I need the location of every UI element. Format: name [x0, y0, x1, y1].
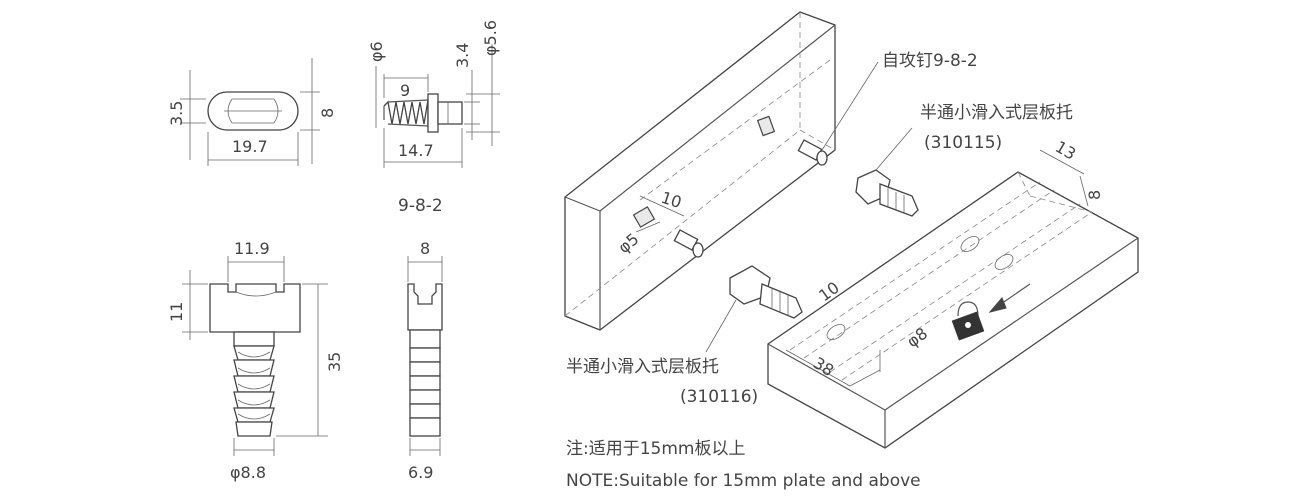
screw-upper	[797, 139, 828, 166]
dim-3-4: 3.4	[453, 43, 472, 68]
screw-side-view	[375, 44, 500, 168]
screw-label: 自攻钉9-8-2	[882, 51, 978, 71]
dim-8-board: 8	[1085, 190, 1104, 200]
dim-9: 9	[400, 81, 410, 100]
shelf-support-upper	[855, 169, 919, 217]
screw-caption: 9-8-2	[398, 196, 443, 216]
support-front-view	[182, 256, 328, 456]
dim-13: 13	[1052, 137, 1079, 164]
dim-11-9: 11.9	[234, 239, 270, 258]
lower-support-label-code: (310116)	[680, 387, 758, 407]
dim-35: 35	[325, 352, 344, 372]
screw-lower	[673, 229, 704, 258]
dim-side-8: 8	[420, 239, 430, 258]
dim-6-9: 6.9	[408, 463, 433, 482]
lock-icon	[951, 301, 985, 341]
dim-19-7: 19.7	[232, 137, 268, 156]
upper-support-label-cn: 半通小滑入式层板托	[920, 103, 1073, 123]
dim-8-right: 8	[318, 108, 337, 118]
screw-leader	[821, 61, 879, 151]
shelf-board	[767, 149, 1139, 449]
shelf-support-lower	[729, 265, 803, 319]
top-view-oval-part	[180, 58, 320, 166]
dim-phi6: φ6	[367, 41, 386, 62]
upper-support-leader	[875, 127, 913, 171]
upper-support-label-code: (310115)	[924, 133, 1002, 153]
vertical-panel	[564, 11, 836, 331]
dim-phi8-8: φ8.8	[230, 463, 266, 482]
lower-support-leader	[705, 299, 737, 353]
dim-14-7: 14.7	[398, 141, 434, 160]
support-side-view	[407, 256, 443, 456]
note-en: NOTE:Suitable for 15mm plate and above	[566, 471, 921, 491]
dim-3-5: 3.5	[167, 101, 186, 126]
note-cn: 注:适用于15mm板以上	[566, 439, 745, 459]
lower-support-label-cn: 半通小滑入式层板托	[566, 357, 719, 377]
dim-11: 11	[167, 302, 186, 322]
dim-phi5-6: φ5.6	[481, 20, 500, 56]
